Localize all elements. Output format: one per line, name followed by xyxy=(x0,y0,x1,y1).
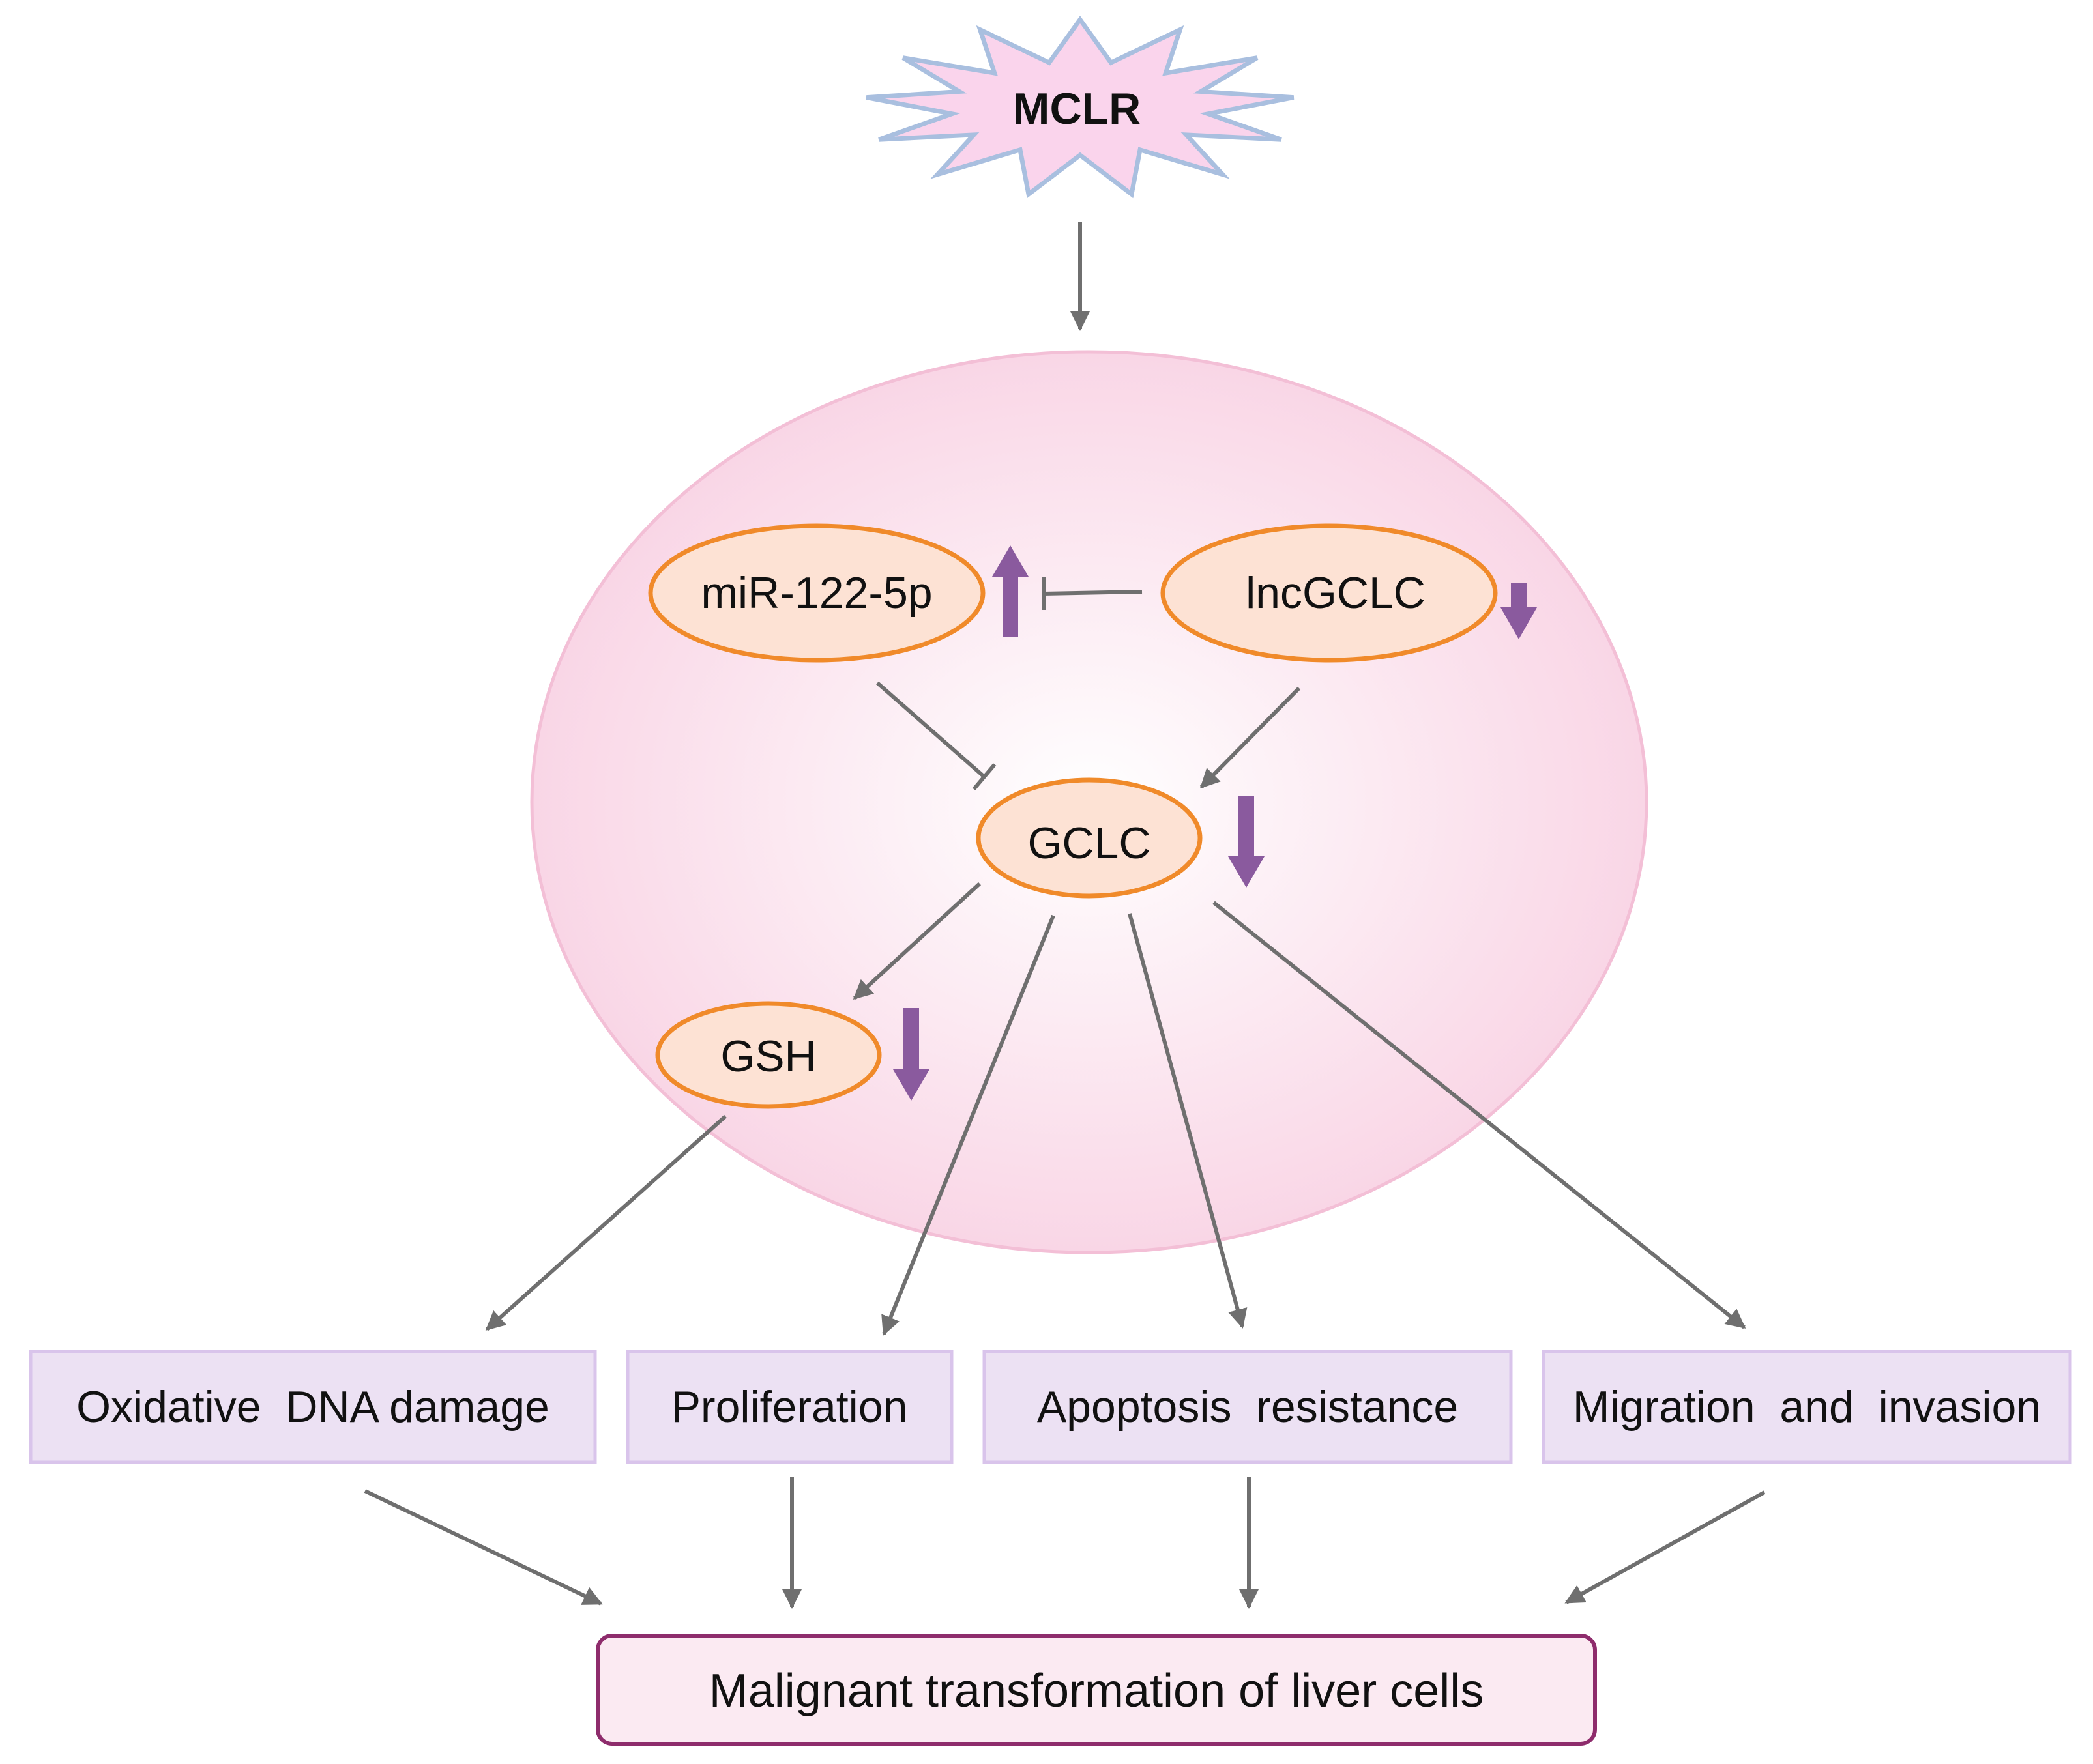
mir-inhibits-gclc-edge xyxy=(876,681,997,790)
outcome-box xyxy=(626,1350,954,1464)
node-gclc-label: GCLC xyxy=(1028,818,1151,868)
outcome-label: Apoptosis resistance xyxy=(1037,1382,1458,1432)
node-mir-122-5p: miR-122-5p xyxy=(648,523,986,663)
outcome-label: Oxidative DNA damage xyxy=(76,1382,549,1432)
node-lncgclc-label: lncGCLC xyxy=(1246,568,1426,618)
down-arrow-icon xyxy=(893,1008,929,1101)
result-malignant-transformation: Malignant transformation of liver cells xyxy=(596,1634,1597,1746)
mclr-trigger: MCLR xyxy=(866,15,1295,199)
node-gsh-label: GSH xyxy=(720,1032,816,1081)
gclc-to-proliferation-arrow xyxy=(881,914,1055,1336)
node-gclc-shape xyxy=(976,777,1203,899)
outcome-oxidative-dna-damage: Oxidative DNA damage xyxy=(29,1350,597,1464)
node-mir-label: miR-122-5p xyxy=(701,568,932,618)
node-lncgclc-shape xyxy=(1160,523,1498,663)
oxidative-to-result-arrow xyxy=(364,1489,603,1606)
gclc-to-gsh-arrow xyxy=(853,882,982,1000)
starburst-shape xyxy=(866,15,1295,199)
outcome-proliferation: Proliferation xyxy=(626,1350,954,1464)
outcome-box xyxy=(982,1350,1513,1464)
outcome-label: Proliferation xyxy=(671,1382,908,1432)
gclc-to-migration-arrow xyxy=(1212,901,1746,1329)
mclr-label: MCLR xyxy=(1013,84,1141,134)
outcome-box xyxy=(29,1350,597,1464)
gsh-to-oxidative-arrow xyxy=(485,1114,727,1331)
node-gclc: GCLC xyxy=(976,777,1203,899)
node-gsh-shape xyxy=(655,1001,882,1109)
outcome-migration-and-invasion: Migration and invasion xyxy=(1542,1350,2072,1464)
lncgclc-to-gclc-arrow xyxy=(1199,686,1301,789)
result-box xyxy=(596,1634,1597,1746)
migration-to-result-arrow xyxy=(1564,1490,1766,1604)
down-arrow-icon xyxy=(1228,796,1265,888)
node-lncgclc: lncGCLC xyxy=(1160,523,1498,663)
lncgclc-inhibits-mir-edge xyxy=(1042,577,1143,610)
node-gsh: GSH xyxy=(655,1001,882,1109)
up-arrow-icon xyxy=(992,545,1029,637)
gclc-to-apoptosis-arrow xyxy=(1128,913,1248,1329)
outcome-box xyxy=(1542,1350,2072,1464)
down-arrow-icon xyxy=(1500,583,1537,639)
result-label: Malignant transformation of liver cells xyxy=(709,1665,1484,1717)
node-mir-shape xyxy=(648,523,986,663)
outcome-apoptosis-resistance: Apoptosis resistance xyxy=(982,1350,1513,1464)
outcome-label: Migration and invasion xyxy=(1573,1382,2041,1432)
